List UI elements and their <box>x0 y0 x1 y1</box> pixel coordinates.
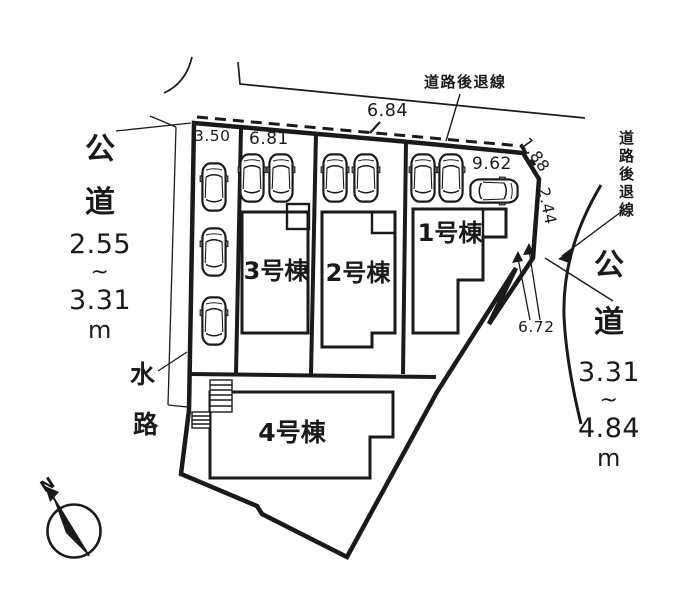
car-icon <box>469 176 519 206</box>
west-road-unit: m <box>88 316 112 344</box>
east-road-min-width: 3.31 <box>577 357 641 388</box>
building-3-label: 3号棟 <box>243 257 309 285</box>
east-road-kanji-2: 道 <box>594 305 624 340</box>
east-road-tilde: ~ <box>599 388 619 413</box>
dim-684-tick <box>369 121 381 134</box>
west-road-min-width: 2.55 <box>68 229 132 260</box>
east-road-max-width: 4.84 <box>577 413 641 444</box>
building-footprints <box>208 202 508 480</box>
car-icon <box>199 296 229 346</box>
setback-top-leader <box>445 93 461 142</box>
compass-circle <box>46 503 102 559</box>
north-road-edge <box>237 61 586 119</box>
dim-plot3-frontage: 6.81 <box>249 129 289 149</box>
building-4-label: 4号棟 <box>258 418 326 447</box>
dim-parking-left: 3.50 <box>194 127 231 145</box>
car-icon <box>320 153 350 203</box>
east-road-setback-curve <box>562 184 603 425</box>
waterway-label-2: 路 <box>133 410 159 439</box>
setback-dashed-line <box>196 115 537 166</box>
west-road-kanji-1: 公 <box>85 132 115 167</box>
building-2-outline <box>320 210 397 349</box>
compass-needle <box>53 497 89 556</box>
road-corner-arc <box>163 56 193 94</box>
east-road-edge <box>544 257 614 302</box>
dim-plot1-frontage: 9.62 <box>472 154 512 174</box>
east-road-kanji-1: 公 <box>594 248 624 283</box>
building-3-porch <box>285 202 311 231</box>
plot-partitions <box>189 126 437 379</box>
partition-horizontal <box>189 372 437 379</box>
car-icon <box>199 227 229 277</box>
dim-east-frontage: 6.72 <box>518 318 555 336</box>
west-road-leader <box>115 122 192 132</box>
steps-hatch-1-lines <box>210 384 232 407</box>
plot-boundary <box>178 120 542 560</box>
building-1-outline <box>411 207 508 335</box>
road-lines <box>149 56 614 425</box>
car-icon <box>436 153 466 203</box>
waterway-line <box>167 126 188 408</box>
west-road-tilde: ~ <box>90 260 110 285</box>
car-icon <box>351 153 381 203</box>
building-2-porch <box>370 212 395 235</box>
partition-3 <box>401 141 408 375</box>
car-icon <box>199 162 229 212</box>
arrowheads <box>512 243 571 263</box>
car-icon <box>266 153 296 203</box>
setback-right-label: 道路後退線 <box>617 130 635 220</box>
setback-top-label: 道路後退線 <box>424 73 507 91</box>
east-road-label: 公 道 3.31 ~ 4.84 m <box>570 244 648 472</box>
building-4-outline <box>208 390 395 480</box>
compass <box>45 486 102 559</box>
steps-hatch-1 <box>209 379 233 413</box>
car-icon <box>237 153 267 203</box>
waterway-leader <box>157 351 188 372</box>
building-1-label: 1号棟 <box>417 219 483 247</box>
building-2-label: 2号棟 <box>325 259 391 287</box>
west-road-label: 公 道 2.55 ~ 3.31 m <box>58 124 142 344</box>
compass-arrowhead <box>45 486 59 502</box>
arrow-672-a <box>512 251 523 263</box>
east-road-unit: m <box>597 444 621 472</box>
west-road-max-width: 3.31 <box>68 285 132 316</box>
setback-right-leader <box>561 205 630 257</box>
arrow-right-setback <box>558 250 571 263</box>
waterway-label-1: 水 <box>130 360 156 389</box>
dim-north-setback: 6.84 <box>367 101 408 121</box>
car-icon <box>408 153 438 203</box>
west-road-kanji-2: 道 <box>85 185 115 220</box>
steps-hatch-2-lines <box>192 415 210 425</box>
entrance-steps <box>191 379 233 429</box>
partition-2 <box>309 132 318 375</box>
